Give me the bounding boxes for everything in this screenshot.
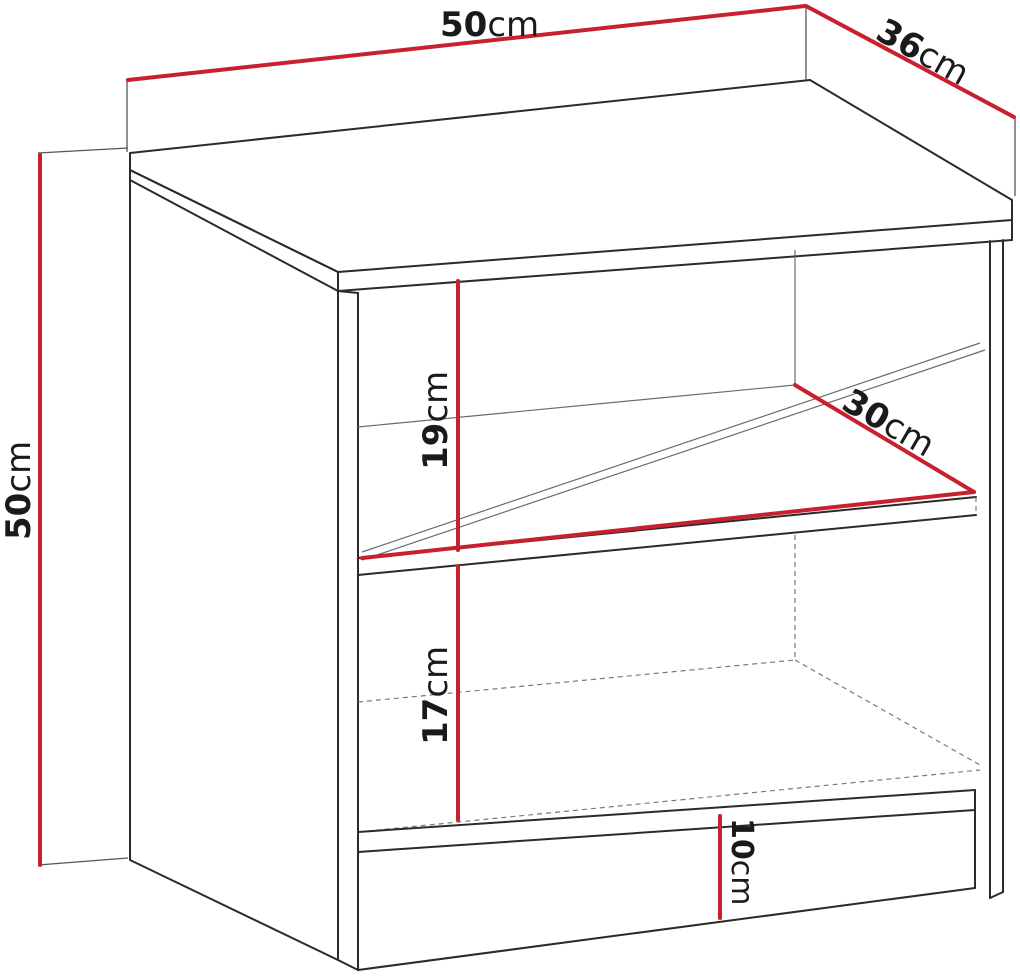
cabinet-outline bbox=[129, 79, 1013, 971]
upper-compartment-unit: cm bbox=[416, 371, 456, 423]
upper-compartment-label: 19cm bbox=[416, 371, 456, 470]
height-ext-bottom bbox=[37, 857, 129, 866]
dimension-labels: 50cm 36cm 50cm 19cm 30cm 17cm 10cm bbox=[0, 5, 976, 905]
top-board-front-edge bbox=[129, 169, 339, 273]
lower-compartment-value: 17 bbox=[416, 698, 456, 745]
top-board-bottom-edge bbox=[337, 239, 1013, 292]
shelf-depth-label: 30cm bbox=[836, 381, 942, 465]
diagonal-guide-1 bbox=[361, 342, 981, 553]
width-label: 50cm bbox=[440, 5, 539, 45]
width-value: 50 bbox=[440, 5, 487, 45]
width-unit: cm bbox=[487, 5, 539, 45]
middle-shelf-front-bottom bbox=[357, 514, 977, 576]
lower-back-line bbox=[357, 659, 796, 703]
width-dimension-line bbox=[126, 4, 807, 82]
upper-compartment-value: 19 bbox=[416, 423, 456, 470]
depth-label: 36cm bbox=[870, 11, 976, 94]
top-board bbox=[129, 79, 1013, 273]
height-value: 50 bbox=[0, 493, 39, 540]
dimension-lines bbox=[37, 4, 1016, 920]
right-panel-foot bbox=[989, 891, 1004, 899]
lower-floor-depth bbox=[794, 659, 981, 766]
height-ext-top bbox=[37, 147, 129, 154]
height-label: 50cm bbox=[0, 441, 39, 540]
plinth-value: 10 bbox=[724, 818, 759, 860]
bottom-board-top bbox=[357, 789, 976, 833]
bottom-board-front bbox=[357, 809, 976, 853]
lower-compartment-label: 17cm bbox=[416, 646, 456, 745]
plinth-unit: cm bbox=[724, 860, 759, 906]
lower-compartment-unit: cm bbox=[416, 646, 456, 698]
shelf-front-dimension-line bbox=[360, 490, 976, 560]
left-panel-front-top bbox=[337, 290, 359, 294]
back-shelf-line bbox=[357, 384, 796, 428]
left-panel-foot bbox=[337, 959, 359, 971]
plinth-label: 10cm bbox=[724, 818, 759, 905]
height-unit: cm bbox=[0, 441, 39, 493]
plinth-bottom bbox=[357, 887, 976, 971]
lower-floor-front bbox=[357, 769, 981, 833]
diagonal-guide-2 bbox=[361, 349, 986, 561]
depth-dimension-line bbox=[804, 4, 1016, 119]
shelf-depth-dimension-line bbox=[793, 383, 976, 494]
left-side-panel bbox=[129, 179, 339, 961]
